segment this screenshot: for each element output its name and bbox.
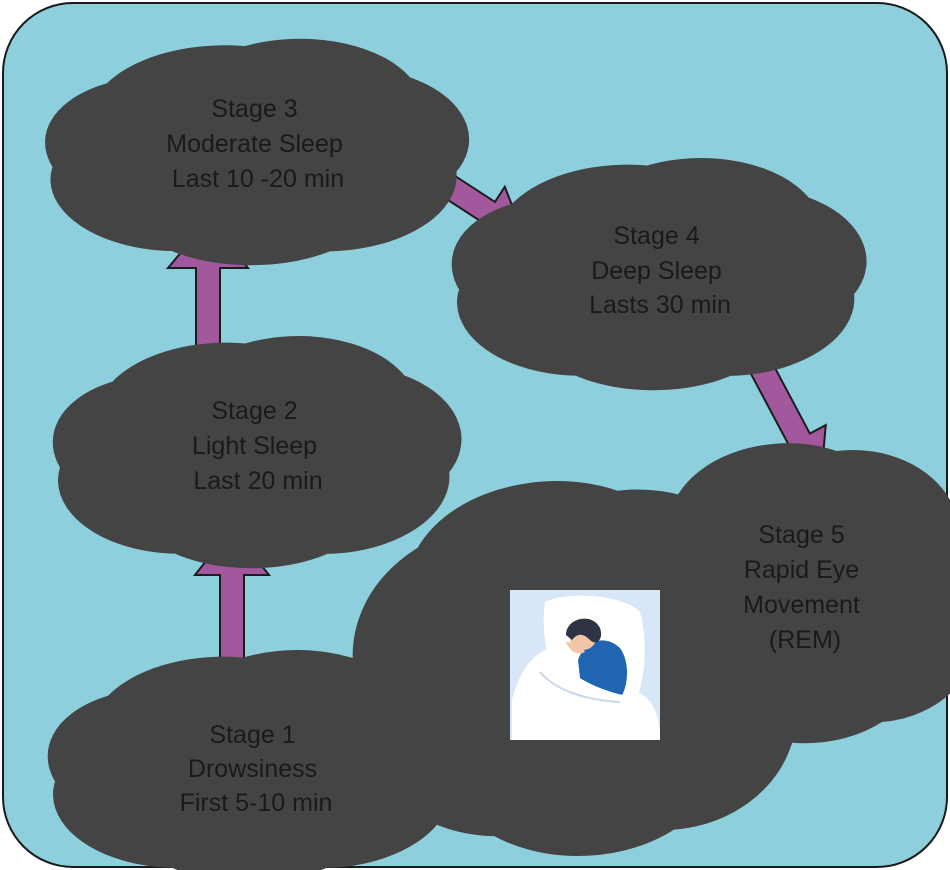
stage-1-duration: First 5-10 min	[180, 789, 333, 817]
stage-5-abbreviation: (REM)	[769, 626, 841, 654]
stage-3-title: Stage 3	[211, 95, 297, 123]
shirt	[578, 640, 627, 695]
stage-3-name: Moderate Sleep	[166, 130, 343, 158]
stage-2-label: Stage 2 Light Sleep Last 20 min	[192, 397, 324, 495]
blanket-fold	[539, 671, 621, 703]
stage-1-name: Drowsiness	[188, 755, 317, 783]
sleeping-person-illustration	[510, 590, 660, 740]
stage-5-title: Stage 5	[758, 521, 844, 549]
stage-4-label: Stage 4 Deep Sleep Lasts 30 min	[589, 222, 731, 319]
stage-1-label: Stage 1 Drowsiness First 5-10 min	[180, 721, 333, 817]
stage-3-label: Stage 3 Moderate Sleep Last 10 -20 min	[166, 95, 349, 193]
stage-3-duration: Last 10 -20 min	[172, 165, 344, 193]
stage-2-name: Light Sleep	[192, 432, 317, 460]
sleeping-person-icon	[512, 595, 660, 740]
stage-2-title: Stage 2	[211, 397, 297, 425]
hand	[566, 642, 585, 654]
stage-4-name: Deep Sleep	[591, 257, 722, 285]
stage-4-title: Stage 4	[613, 222, 699, 250]
hair	[566, 618, 602, 643]
stage-1-title: Stage 1	[209, 721, 295, 749]
blanket	[512, 647, 660, 740]
stage-labels: Stage 1 Drowsiness First 5-10 min Stage …	[166, 95, 867, 817]
stage-5-name-cont: Movement	[743, 591, 860, 619]
stage-4-duration: Lasts 30 min	[589, 291, 731, 319]
stage-5-name: Rapid Eye	[744, 556, 859, 584]
stage-2-duration: Last 20 min	[193, 467, 322, 495]
stage-5-label: Stage 5 Rapid Eye Movement (REM)	[743, 521, 867, 654]
